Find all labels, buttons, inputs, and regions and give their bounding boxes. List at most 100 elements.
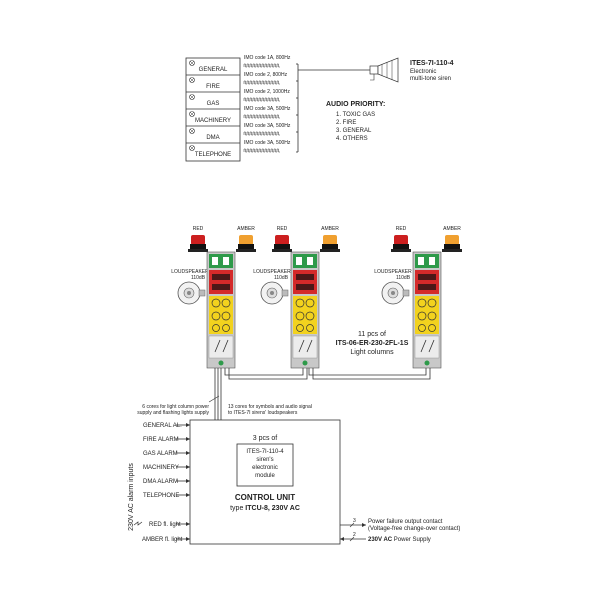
alarm-inputs: 230V AC alarm inputs GENERAL AL. FIRE AL…: [128, 423, 190, 543]
control-unit: 3 pcs of ITES-7I-110-4 siren's electroni…: [189, 419, 341, 545]
terminal-icon: [189, 111, 195, 117]
cable-note-left-2: supply and flashing lights supply: [137, 410, 209, 416]
module-line2: siren's: [256, 457, 273, 463]
waveform-icon: [243, 63, 281, 68]
light-column: [290, 251, 320, 369]
siren-desc-line1: Electronic: [410, 69, 436, 75]
terminal-icon: [189, 77, 195, 83]
control-unit-type-prefix: type: [230, 505, 245, 512]
loudspeaker-label: LOUDSPEAKER: [374, 269, 412, 275]
input-label-telephone: TELEPHONE: [195, 152, 231, 158]
beacon-amber-icon: [320, 235, 340, 252]
priority-item: 1. TOXIC GAS: [336, 112, 375, 118]
cable-note-right-2: to ITES-7I sirens' loudspeakers: [228, 410, 298, 416]
terminal-icon: [189, 60, 195, 66]
waveform-icon: [243, 80, 281, 85]
imo-code-label: IMO code 3A, 500Hz: [244, 106, 291, 112]
flash-light-label: RED fl. light: [149, 522, 181, 528]
power-fail-cores: 3: [353, 518, 356, 524]
arrow-right-icon: [362, 523, 366, 527]
arrow-right-icon: [186, 493, 190, 497]
beacon-red-label: RED: [396, 226, 407, 232]
arrow-right-icon: [186, 522, 190, 526]
beacon-amber-icon: [236, 235, 256, 252]
terminal-icon: [189, 145, 195, 151]
loudspeaker-label: LOUDSPEAKER: [253, 269, 291, 275]
alarm-inputs-side-label: 230V AC alarm inputs: [128, 463, 135, 531]
outputs: 3 Power failure output contact (Voltage-…: [340, 518, 460, 543]
siren-desc-line2: multi-tone siren: [410, 76, 451, 82]
input-panel-frame: [185, 57, 241, 162]
beacon-amber-label: AMBER: [443, 226, 461, 232]
power-fail-line1: Power failure output contact: [368, 519, 443, 525]
flash-light-label: AMBER fl. light: [142, 537, 183, 543]
module-line4: module: [255, 473, 275, 479]
imo-code-label: IMO code 3A, 500Hz: [244, 123, 291, 129]
light-column-group: RED AMBER LOUDSPEAKER 110dB RED AMBER LO…: [171, 226, 462, 380]
terminal-icon: [189, 94, 195, 100]
cable-note-left-1: 6 cores for light column power: [142, 404, 209, 410]
module-qty: 3 pcs of: [253, 435, 278, 442]
waveform-icon: [243, 148, 281, 153]
input-label-fire: FIRE: [206, 84, 220, 90]
columns-model: ITS-06-ER-230-2FL-1S: [336, 340, 409, 347]
alarm-input-label: GENERAL AL.: [143, 423, 182, 429]
arrow-right-icon: [186, 537, 190, 541]
loudspeaker-db: 110dB: [274, 275, 289, 281]
beacon-red-icon: [272, 235, 292, 252]
ac-symbol-icon: [133, 521, 143, 526]
imo-code-label: IMO code 2, 800Hz: [244, 72, 288, 78]
psu-voltage: 230V AC: [368, 537, 393, 543]
light-column: [412, 251, 442, 369]
terminal-icon: [189, 128, 195, 134]
alarm-input-label: DMA ALARM: [143, 479, 178, 485]
columns-type: Light columns: [350, 349, 394, 356]
priority-item: 2. FIRE: [336, 120, 356, 126]
arrow-right-icon: [186, 437, 190, 441]
psu-text: Power Supply: [392, 537, 431, 543]
beacon-amber-label: AMBER: [321, 226, 339, 232]
module-line1: ITES-7I-110-4: [246, 449, 284, 455]
waveform-icon: [243, 114, 281, 119]
input-panel: GENERAL FIRE GAS MACHINERY DMA TELEPHONE…: [185, 55, 454, 162]
imo-code-label: IMO code 3A, 500Hz: [244, 140, 291, 146]
input-label-general: GENERAL: [199, 67, 228, 73]
arrow-right-icon: [186, 465, 190, 469]
siren-model: ITES-7I-110-4: [410, 60, 454, 67]
imo-code-label: IMO code 1A, 800Hz: [244, 55, 291, 61]
siren-module-box: [236, 443, 294, 487]
beacon-amber-label: AMBER: [237, 226, 255, 232]
control-unit-type: type ITCU-8, 230V AC: [230, 505, 300, 512]
control-unit-type-model: ITCU-8, 230V AC: [245, 505, 300, 512]
loudspeaker-label: LOUDSPEAKER: [171, 269, 209, 275]
power-fail-line2: (Voltage-free change-over contact): [368, 526, 460, 532]
control-unit-title: CONTROL UNIT: [235, 493, 295, 502]
input-label-gas: GAS: [207, 101, 220, 107]
input-label-machinery: MACHINERY: [195, 118, 231, 124]
arrow-right-icon: [186, 423, 190, 427]
siren-horn-icon: [369, 57, 399, 83]
waveform-icon: [243, 131, 281, 136]
loudspeaker-db: 110dB: [191, 275, 206, 281]
arrow-left-icon: [340, 537, 344, 541]
cable-bundle: 6 cores for light column power supply an…: [137, 368, 312, 420]
loudspeaker-icon: [381, 281, 410, 305]
beacon-red-icon: [188, 235, 208, 252]
light-column: [206, 251, 236, 369]
input-label-dma: DMA: [206, 135, 219, 141]
arrow-right-icon: [186, 451, 190, 455]
priority-item: 4. OTHERS: [336, 136, 368, 142]
psu-cores: 2: [353, 532, 356, 538]
audio-priority-title: AUDIO PRIORITY:: [326, 101, 385, 108]
interconnect-cable: [224, 368, 431, 380]
module-line3: electronic: [252, 465, 278, 471]
priority-item: 3. GENERAL: [336, 128, 372, 134]
alarm-input-label: GAS ALARM: [143, 451, 178, 457]
beacon-red-label: RED: [277, 226, 288, 232]
loudspeaker-icon: [260, 281, 289, 305]
alarm-input-label: FIRE ALARM: [143, 437, 179, 443]
beacon-red-icon: [391, 235, 411, 252]
cable-note-right-1: 13 cores for symbols and audio signal: [228, 404, 312, 410]
alarm-input-label: TELEPHONE: [143, 493, 179, 499]
